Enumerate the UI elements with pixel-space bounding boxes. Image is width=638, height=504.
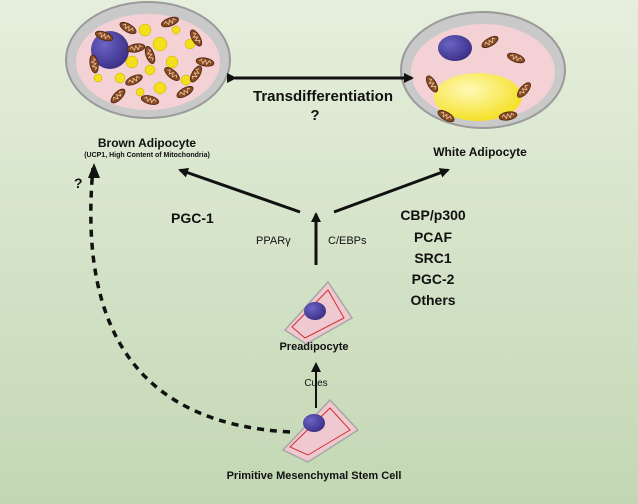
brown-adipocyte-cell: [65, 1, 231, 119]
brown-adipocyte-note: (UCP1, High Content of Mitochondria): [84, 152, 210, 159]
lipid-droplet: [165, 55, 179, 69]
stem-to-brown-dashed-arrow: [89, 167, 291, 434]
lipid-droplet: [144, 64, 156, 76]
mitochondrion: [425, 75, 439, 93]
lipid-droplet: [93, 73, 103, 83]
brown-nucleus: [91, 31, 129, 69]
lipid-droplet: [180, 74, 192, 86]
mitochondrion: [161, 16, 179, 28]
mitochondrion: [481, 35, 499, 49]
mitochondrion: [195, 57, 215, 67]
brown-mitochondria: [89, 16, 215, 105]
left-question-mark: ?: [74, 175, 83, 191]
white-lipid-droplet: [434, 73, 522, 121]
to-brown-arrow: [178, 167, 301, 214]
lipid-droplet: [184, 38, 196, 50]
preadipocyte-label: Preadipocyte: [279, 341, 349, 353]
mitochondrion: [144, 46, 156, 64]
stem-cell-label: Primitive Mesenchymal Stem Cell: [226, 470, 402, 482]
lipid-droplet: [152, 36, 168, 52]
mitochondrion: [507, 52, 525, 64]
mitochondrion: [140, 95, 160, 105]
cues-label: Cues: [304, 378, 328, 389]
to-white-arrow: [333, 168, 450, 214]
white-nucleus: [438, 35, 472, 61]
mitochondrion: [126, 43, 146, 53]
mitochondrion: [89, 54, 99, 74]
mitochondrion: [176, 85, 194, 99]
ppar-gamma-label: PPARγ: [256, 235, 291, 247]
lipid-droplet: [138, 23, 152, 37]
white-adipocyte-title: White Adipocyte: [433, 145, 527, 159]
coactivator-5: Others: [410, 292, 456, 308]
cebp-label: C/EBPs: [328, 235, 367, 247]
transdifferentiation-label: Transdifferentiation: [252, 88, 394, 105]
lipid-droplet: [125, 55, 139, 69]
mitochondrion: [119, 21, 137, 35]
brown-adipocyte-title: Brown Adipocyte: [97, 136, 197, 150]
coactivator-4: PGC-2: [411, 271, 455, 287]
coactivator-3: SRC1: [414, 250, 452, 266]
mitochondrion: [125, 74, 143, 86]
stem-cell: [281, 398, 360, 463]
lipid-droplet: [114, 72, 126, 84]
coactivator-2: PCAF: [413, 229, 453, 245]
lipid-droplet: [153, 81, 167, 95]
brown-lipid-droplets: [93, 23, 196, 97]
mitochondrion: [164, 67, 180, 81]
preadipocyte-cell: [283, 280, 354, 345]
mitochondrion: [95, 30, 113, 42]
mitochondrion: [517, 82, 531, 98]
pgc1-label: PGC-1: [171, 210, 214, 226]
mitochondrion: [189, 65, 203, 83]
transdifferentiation-question: ?: [310, 107, 320, 124]
mitochondrion: [110, 88, 126, 104]
lipid-droplet: [135, 87, 145, 97]
coactivator-1: CBP/p300: [400, 207, 466, 223]
white-adipocyte-cell: [400, 11, 566, 129]
mitochondrion: [189, 29, 203, 47]
white-mitochondria: [425, 35, 531, 123]
dashed-arrow-head: [88, 163, 100, 178]
lipid-droplet: [171, 25, 181, 35]
mitochondrion: [437, 109, 455, 123]
